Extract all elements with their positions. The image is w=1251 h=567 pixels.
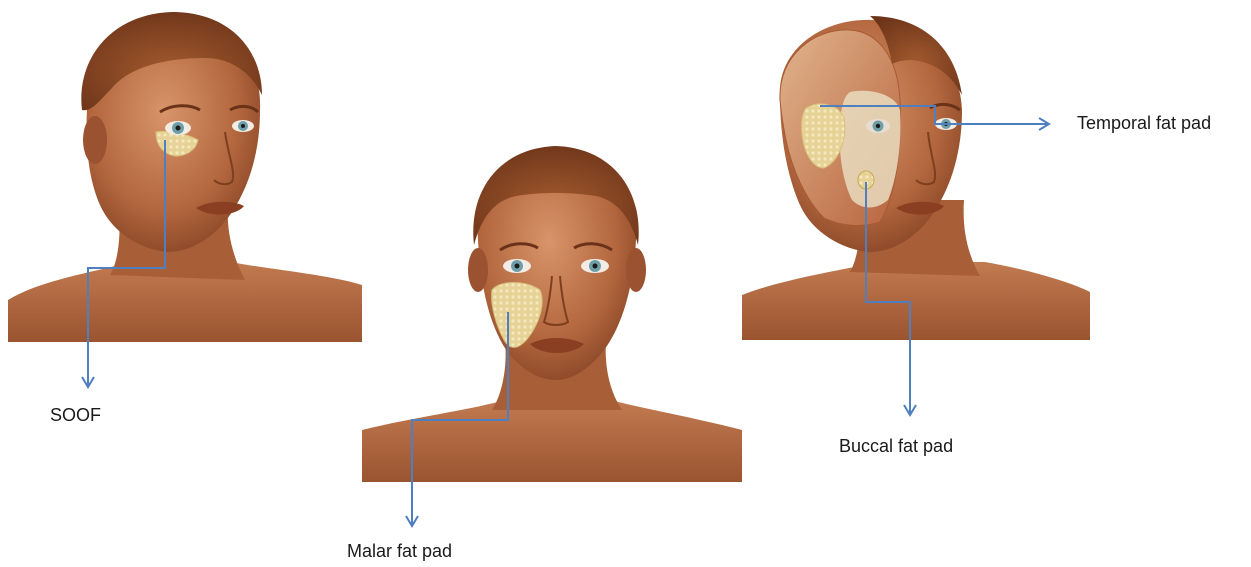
center-head-ear-right xyxy=(468,248,488,292)
left-head-pupil-right xyxy=(176,126,181,131)
right-head-pupil-right xyxy=(876,124,880,128)
soof-label: SOOF xyxy=(50,405,101,426)
right-head-skull-region xyxy=(840,91,901,208)
buccal-fat-pad-label: Buccal fat pad xyxy=(839,436,953,457)
center-head-ear-left xyxy=(626,248,646,292)
center-head-shoulders xyxy=(362,400,742,482)
center-head-illustration xyxy=(362,146,742,482)
left-head-ear xyxy=(83,116,107,164)
center-head-pupil-left xyxy=(593,264,598,269)
malar-fat-pad-label: Malar fat pad xyxy=(347,541,452,562)
left-head-illustration xyxy=(8,12,362,342)
right-head-illustration xyxy=(742,16,1090,340)
left-head-pupil-left xyxy=(241,124,245,128)
temporal-fat-pad-label: Temporal fat pad xyxy=(1077,113,1211,134)
center-head-pupil-right xyxy=(515,264,520,269)
